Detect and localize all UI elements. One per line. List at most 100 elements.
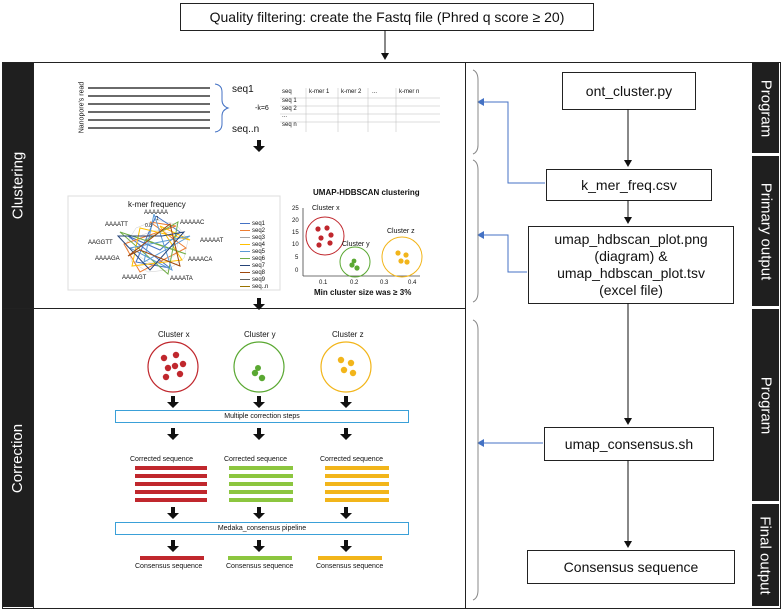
umap-cluster-x-label: Cluster x	[312, 205, 340, 212]
correction-tab: Correction	[3, 309, 33, 607]
legend-item: seq9	[240, 276, 276, 283]
umap-output-line-4: (excel file)	[599, 282, 663, 298]
medaka-box: Medaka_consensus pipeline	[115, 522, 409, 535]
bracket-program-1	[472, 69, 479, 155]
radar-axis-4: AAAATA	[170, 276, 193, 282]
correction-arrows	[167, 396, 352, 552]
corr-cluster-x-circle	[147, 341, 199, 393]
program-tab-2: Program	[752, 309, 779, 501]
umap-cluster-x-circle	[305, 216, 345, 256]
radar-tick-0: 1	[156, 216, 159, 222]
reads-brace	[214, 83, 230, 133]
umap-title: UMAP-HDBSCAN clustering	[313, 188, 420, 197]
radar-axis-3: AAAACA	[188, 257, 213, 263]
umap-ytick-4: 5	[295, 255, 299, 261]
section-arrows	[253, 140, 265, 310]
legend-item: seq5	[240, 248, 276, 255]
legend-item: seq4	[240, 241, 276, 248]
umap-xtick-1: 0.2	[350, 280, 359, 286]
radar-axis-2: AAAAAT	[200, 238, 224, 244]
radar-series	[116, 213, 191, 275]
umap-cluster-y-dots	[349, 258, 360, 271]
bracket-output	[472, 159, 479, 303]
radar-axis-7: AAGGTT	[88, 240, 113, 246]
umap-cluster-y-circle	[339, 246, 371, 278]
corr-cluster-y-circle	[233, 341, 285, 393]
corr-cluster-z-dots	[337, 356, 357, 377]
umap-cluster-z-circle	[381, 236, 423, 278]
legend-item: seq1	[240, 220, 276, 227]
ont-cluster-label: ont_cluster.py	[585, 83, 673, 99]
corr-cluster-z-label: Cluster z	[332, 330, 364, 339]
multiple-correction-label: Multiple correction steps	[224, 413, 300, 420]
umap-cluster-z-label: Cluster z	[387, 228, 415, 235]
consensus-label-2: Consensus sequence	[226, 563, 294, 570]
radar-axis-8: AAAATT	[105, 222, 128, 228]
umap-ytick-5: 0	[295, 268, 299, 274]
legend-item: seq..n	[240, 283, 276, 290]
program-tab-1: Program	[752, 63, 779, 153]
kmer-row-3: seq n	[282, 122, 297, 128]
umap-caption: Min cluster size was ≥ 3%	[314, 288, 412, 297]
quality-filtering-box: Quality filtering: create the Fastq file…	[180, 3, 594, 31]
kmer-header-0: seq	[282, 89, 292, 95]
umap-xtick-3: 0.4	[408, 280, 417, 286]
umap-ytick-3: 10	[292, 242, 299, 248]
umap-ytick-0: 25	[292, 206, 299, 212]
legend-item: seq8	[240, 269, 276, 276]
radar-axis-1: AAAAAC	[180, 220, 205, 226]
umap-output-line-3: umap_hdbscan_plot.tsv	[557, 265, 705, 281]
umap-ytick-1: 20	[292, 218, 299, 224]
blue-connector-1	[477, 98, 545, 184]
consensus-bar-red	[140, 556, 204, 560]
kmer-freq-label: k_mer_freq.csv	[581, 177, 677, 193]
radar-title: k-mer frequency	[128, 200, 186, 209]
radar-axis-6: AAAAGA	[95, 256, 120, 262]
bracket-program-2	[472, 319, 479, 601]
nanopore-reads	[88, 87, 210, 129]
consensus-sequence-label: Consensus sequence	[563, 559, 699, 575]
corr-cluster-x-dots	[160, 351, 187, 381]
corr-cluster-y-dots	[251, 365, 266, 382]
umap-output-line-1: umap_hdbscan_plot.png	[554, 231, 708, 247]
consensus-label-3: Consensus sequence	[316, 563, 384, 570]
consensus-sequence-box: Consensus sequence	[527, 550, 735, 584]
quality-filtering-label: Quality filtering: create the Fastq file…	[209, 9, 565, 25]
consensus-sh-label: umap_consensus.sh	[564, 436, 694, 452]
kmer-header-2: k-mer 2	[341, 89, 362, 95]
kmer-row-2: ...	[282, 113, 288, 119]
umap-cluster-y-label: Cluster y	[342, 241, 370, 248]
kmer-freq-box: k_mer_freq.csv	[546, 169, 712, 201]
consensus-bar-green	[228, 556, 292, 560]
corrected-label-2: Corrected sequence	[224, 456, 288, 463]
ont-cluster-box: ont_cluster.py	[562, 72, 696, 110]
umap-output-box: umap_hdbscan_plot.png (diagram) & umap_h…	[528, 226, 734, 304]
corr-cluster-x-label: Cluster x	[158, 330, 190, 339]
corrected-bars-yellow	[325, 466, 389, 502]
consensus-sh-box: umap_consensus.sh	[544, 427, 714, 461]
medaka-label: Medaka_consensus pipeline	[217, 525, 307, 532]
seq1-label: seq1	[232, 84, 254, 95]
corrected-bars-green	[229, 466, 293, 502]
primary-output-tab: Primary output	[752, 156, 779, 306]
section-divider	[2, 308, 466, 309]
column-divider	[465, 62, 466, 608]
radar-tick-1: 0.8	[145, 223, 152, 229]
consensus-bar-yellow	[318, 556, 382, 560]
radar-legend: seq1 seq2 seq3 seq4 seq5 seq6 seq7 seq8 …	[240, 220, 276, 290]
radar-axis-5: AAAAGT	[122, 275, 147, 281]
radar-axis-0: AAAAAA	[144, 210, 169, 216]
corrected-bars-red	[135, 466, 207, 502]
left-inner-frame	[33, 62, 34, 608]
legend-item: seq3	[240, 234, 276, 241]
corrected-label-3: Corrected sequence	[320, 456, 384, 463]
nanopore-read-label: Nanopore's read	[78, 81, 86, 134]
umap-ytick-2: 15	[292, 230, 299, 236]
umap-output-line-2: (diagram) &	[594, 248, 668, 264]
umap-xtick-2: 0.3	[380, 280, 389, 286]
main-frame	[2, 62, 781, 609]
kmer-header-3: ...	[372, 89, 378, 95]
corr-cluster-y-label: Cluster y	[244, 330, 276, 339]
final-output-tab: Final output	[752, 504, 779, 606]
